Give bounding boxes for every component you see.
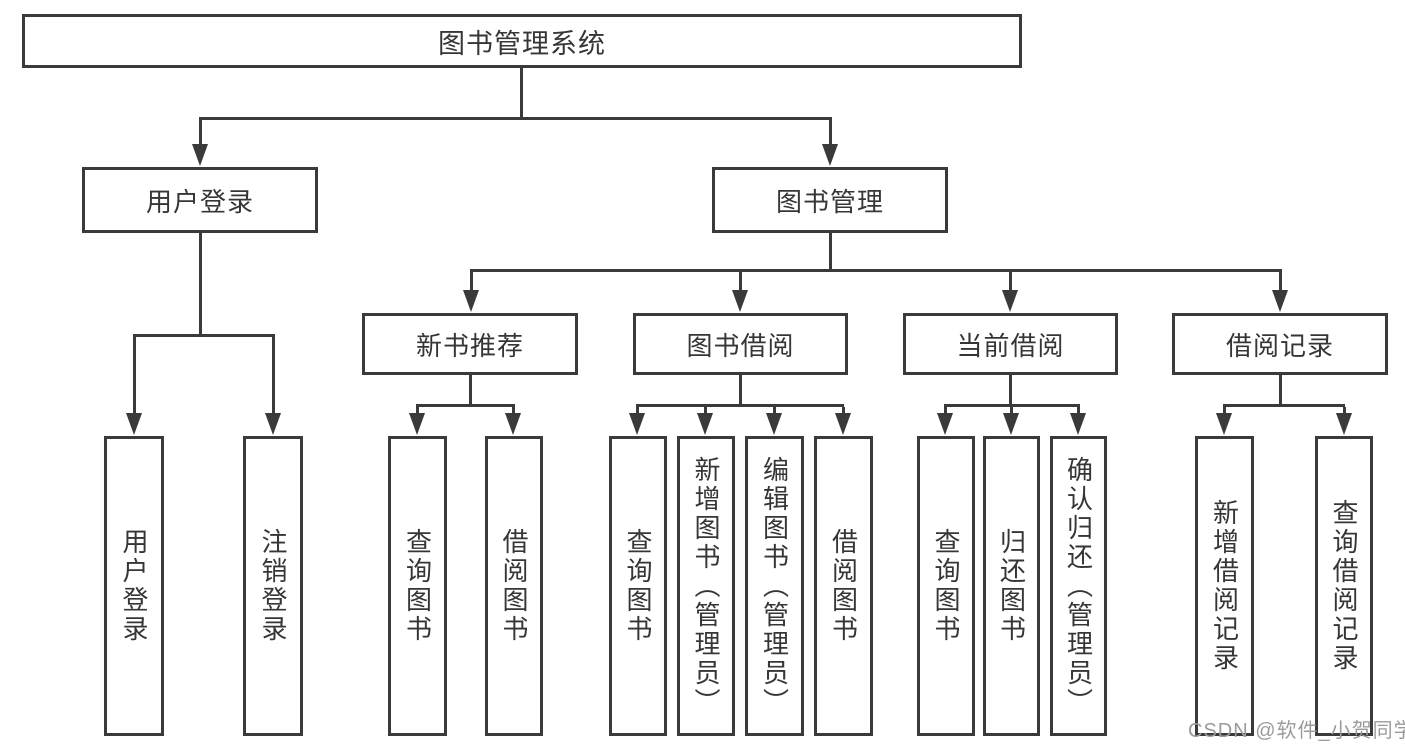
arrow-down-icon bbox=[835, 413, 851, 435]
connector-line bbox=[739, 375, 742, 407]
connector-line bbox=[1343, 407, 1346, 417]
connector-line bbox=[199, 233, 202, 337]
leaf-records-query-record: 查询借阅记录 bbox=[1315, 436, 1373, 736]
connector-line bbox=[1010, 407, 1013, 417]
connector-line bbox=[1279, 272, 1282, 292]
node-user-login: 用户登录 bbox=[82, 167, 318, 233]
connector-line bbox=[944, 404, 1080, 407]
connector-line bbox=[272, 337, 275, 415]
connector-line bbox=[416, 404, 515, 407]
arrow-down-icon bbox=[1002, 290, 1018, 312]
arrow-down-icon bbox=[937, 413, 953, 435]
connector-line bbox=[829, 120, 832, 148]
connector-line bbox=[470, 269, 1282, 272]
connector-line bbox=[773, 407, 776, 417]
leaf-logout: 注销登录 bbox=[243, 436, 303, 736]
leaf-borrow-add-book-admin: 新增图书（管理员） bbox=[677, 436, 735, 736]
node-book-management: 图书管理 bbox=[712, 167, 948, 233]
node-current-borrow: 当前借阅 bbox=[903, 313, 1118, 375]
leaf-borrow-edit-book-admin: 编辑图书（管理员） bbox=[745, 436, 804, 736]
leaf-user-login: 用户登录 bbox=[104, 436, 164, 736]
leaf-borrow-query-book: 查询图书 bbox=[609, 436, 667, 736]
connector-line bbox=[1009, 272, 1012, 292]
arrow-down-icon bbox=[463, 290, 479, 312]
arrow-down-icon bbox=[1216, 413, 1232, 435]
node-borrow-records: 借阅记录 bbox=[1172, 313, 1388, 375]
leaf-current-return-book: 归还图书 bbox=[983, 436, 1040, 736]
connector-line bbox=[842, 407, 845, 417]
arrow-down-icon bbox=[409, 413, 425, 435]
connector-line bbox=[520, 68, 523, 120]
leaf-recommend-borrow-book: 借阅图书 bbox=[485, 436, 543, 736]
connector-line bbox=[1077, 407, 1080, 417]
csdn-watermark: CSDN @软件_小贺同学 bbox=[1188, 720, 1405, 742]
connector-line bbox=[1279, 375, 1282, 407]
connector-line bbox=[133, 337, 136, 415]
arrow-down-icon bbox=[766, 413, 782, 435]
arrow-down-icon bbox=[629, 413, 645, 435]
arrow-down-icon bbox=[822, 144, 838, 166]
leaf-current-query-book: 查询图书 bbox=[917, 436, 975, 736]
connector-line bbox=[829, 233, 832, 272]
arrow-down-icon bbox=[697, 413, 713, 435]
arrow-down-icon bbox=[1070, 413, 1086, 435]
connector-line bbox=[1223, 407, 1226, 417]
leaf-borrow-borrow-book: 借阅图书 bbox=[814, 436, 873, 736]
leaf-current-confirm-return-admin: 确认归还（管理员） bbox=[1050, 436, 1107, 736]
connector-line bbox=[199, 117, 832, 120]
connector-line bbox=[469, 375, 472, 407]
arrow-down-icon bbox=[1272, 290, 1288, 312]
arrow-down-icon bbox=[192, 144, 208, 166]
connector-line bbox=[512, 407, 515, 417]
arrow-down-icon bbox=[265, 413, 281, 435]
connector-line bbox=[416, 407, 419, 417]
leaf-records-add-record: 新增借阅记录 bbox=[1195, 436, 1254, 736]
connector-line bbox=[944, 407, 947, 417]
node-book-borrow: 图书借阅 bbox=[633, 313, 848, 375]
leaf-recommend-query-book: 查询图书 bbox=[388, 436, 447, 736]
arrow-down-icon bbox=[732, 290, 748, 312]
connector-line bbox=[739, 272, 742, 292]
connector-line bbox=[1223, 404, 1345, 407]
connector-line bbox=[1009, 375, 1012, 407]
arrow-down-icon bbox=[505, 413, 521, 435]
arrow-down-icon bbox=[126, 413, 142, 435]
connector-line bbox=[133, 334, 275, 337]
connector-line bbox=[636, 404, 844, 407]
node-new-book-recommend: 新书推荐 bbox=[362, 313, 578, 375]
arrow-down-icon bbox=[1003, 413, 1019, 435]
connector-line bbox=[704, 407, 707, 417]
connector-line bbox=[470, 272, 473, 292]
arrow-down-icon bbox=[1336, 413, 1352, 435]
connector-line bbox=[199, 120, 202, 148]
node-root-system: 图书管理系统 bbox=[22, 14, 1022, 68]
connector-line bbox=[636, 407, 639, 417]
